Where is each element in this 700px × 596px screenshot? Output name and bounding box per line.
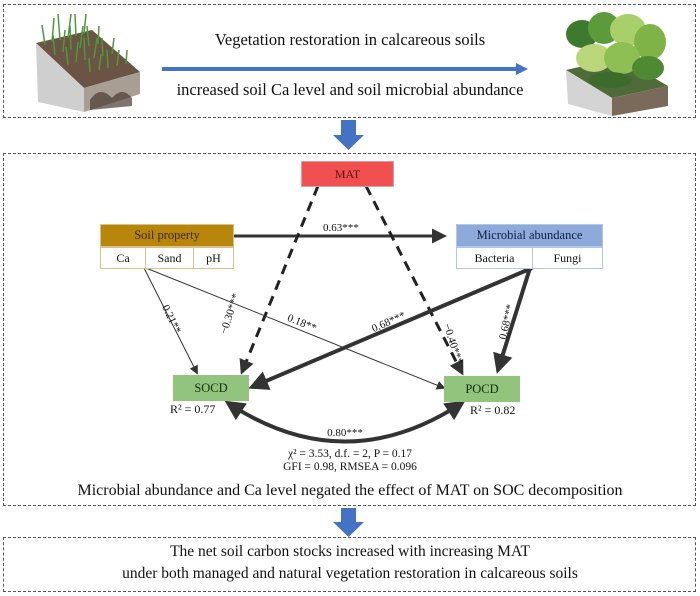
socd-r2: R² = 0.77 (170, 402, 216, 416)
top-line-2: increased soil Ca level and soil microbi… (176, 80, 524, 99)
coef-soil-microbial: 0.63*** (323, 222, 359, 234)
top-panel (3, 4, 696, 118)
node-socd-label: SOCD (194, 380, 228, 395)
fit-stats-line-1: χ² = 3.53, d.f. = 2, P = 0.17 (287, 448, 413, 460)
fit-stats-line-2: GFI = 0.98, RMSEA = 0.096 (283, 461, 417, 473)
node-socd: SOCD (173, 375, 249, 401)
sem-panel (3, 153, 696, 506)
node-pocd-label: POCD (465, 381, 499, 396)
top-line-1: Vegetation restoration in calcareous soi… (214, 30, 486, 49)
soil-item-sand: Sand (146, 247, 194, 269)
bottom-panel (3, 537, 696, 592)
bottom-line-2: under both managed and natural vegetatio… (122, 565, 578, 582)
node-soil-property-label: Soil property (134, 228, 200, 242)
microbial-item-fungi: Fungi (533, 247, 603, 269)
bottom-line-1: The net soil carbon stocks increased wit… (170, 543, 530, 560)
node-mat-label: MAT (334, 166, 361, 181)
node-soil-property: Soil property (100, 224, 234, 247)
node-pocd: POCD (444, 376, 520, 402)
node-microbial-abundance: Microbial abundance (456, 224, 603, 247)
soil-item-ph: pH (194, 247, 234, 269)
sem-conclusion: Microbial abundance and Ca level negated… (77, 482, 623, 499)
microbial-item-bacteria: Bacteria (456, 247, 533, 269)
pocd-r2: R² = 0.82 (470, 403, 516, 417)
node-mat: MAT (301, 161, 394, 187)
soil-item-ca: Ca (100, 247, 146, 269)
node-microbial-abundance-label: Microbial abundance (476, 228, 583, 242)
coef-socd-pocd: 0.80*** (327, 427, 363, 439)
